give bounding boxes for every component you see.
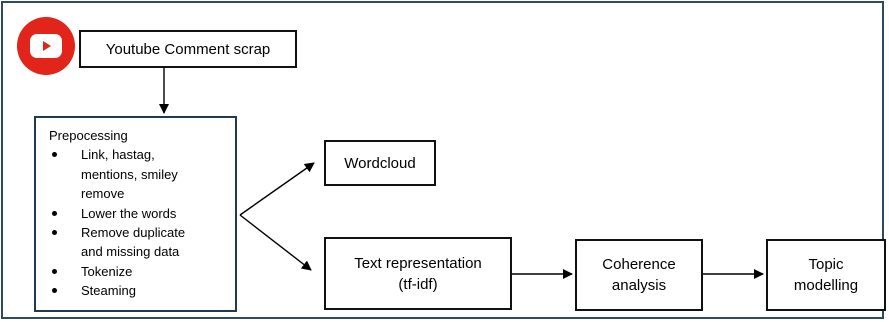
modelling-label: modelling <box>793 277 859 294</box>
youtube-icon <box>17 17 75 75</box>
preprocessing-item: Lower the words <box>49 204 235 223</box>
wordcloud-box: Wordcloud <box>324 140 436 186</box>
analysis-label: analysis <box>611 277 667 294</box>
coherence-label: Coherence <box>602 256 676 273</box>
text-representation-sublabel: (tf-idf) <box>398 275 438 293</box>
preprocessing-item: Link, hastag, mentions, smiley remove <box>49 145 235 203</box>
wordcloud-label: Wordcloud <box>344 154 416 172</box>
topic-label: Topic <box>808 256 844 273</box>
preprocessing-box: Prepocessing Link, hastag, mentions, smi… <box>34 116 237 312</box>
preprocessing-item: Remove duplicate and missing data <box>49 223 235 262</box>
preprocessing-item: Tokenize <box>49 262 235 281</box>
arrow-preprocessing-to-wordcloud <box>239 162 315 216</box>
coherence-analysis-box: Coherence analysis <box>575 239 703 311</box>
youtube-comment-scrap-box: Youtube Comment scrap <box>79 30 297 68</box>
text-representation-box: Text representation (tf-idf) <box>324 237 512 310</box>
topic-modelling-box: Topic modelling <box>766 239 886 311</box>
youtube-comment-scrap-label: Youtube Comment scrap <box>105 40 271 58</box>
arrow-preprocessing-to-text-representation <box>239 214 312 271</box>
preprocessing-list: Link, hastag, mentions, smiley remove Lo… <box>49 145 235 300</box>
text-representation-label: Text representation <box>354 254 482 272</box>
preprocessing-item: Steaming <box>49 281 235 300</box>
preprocessing-title: Prepocessing <box>49 128 128 143</box>
